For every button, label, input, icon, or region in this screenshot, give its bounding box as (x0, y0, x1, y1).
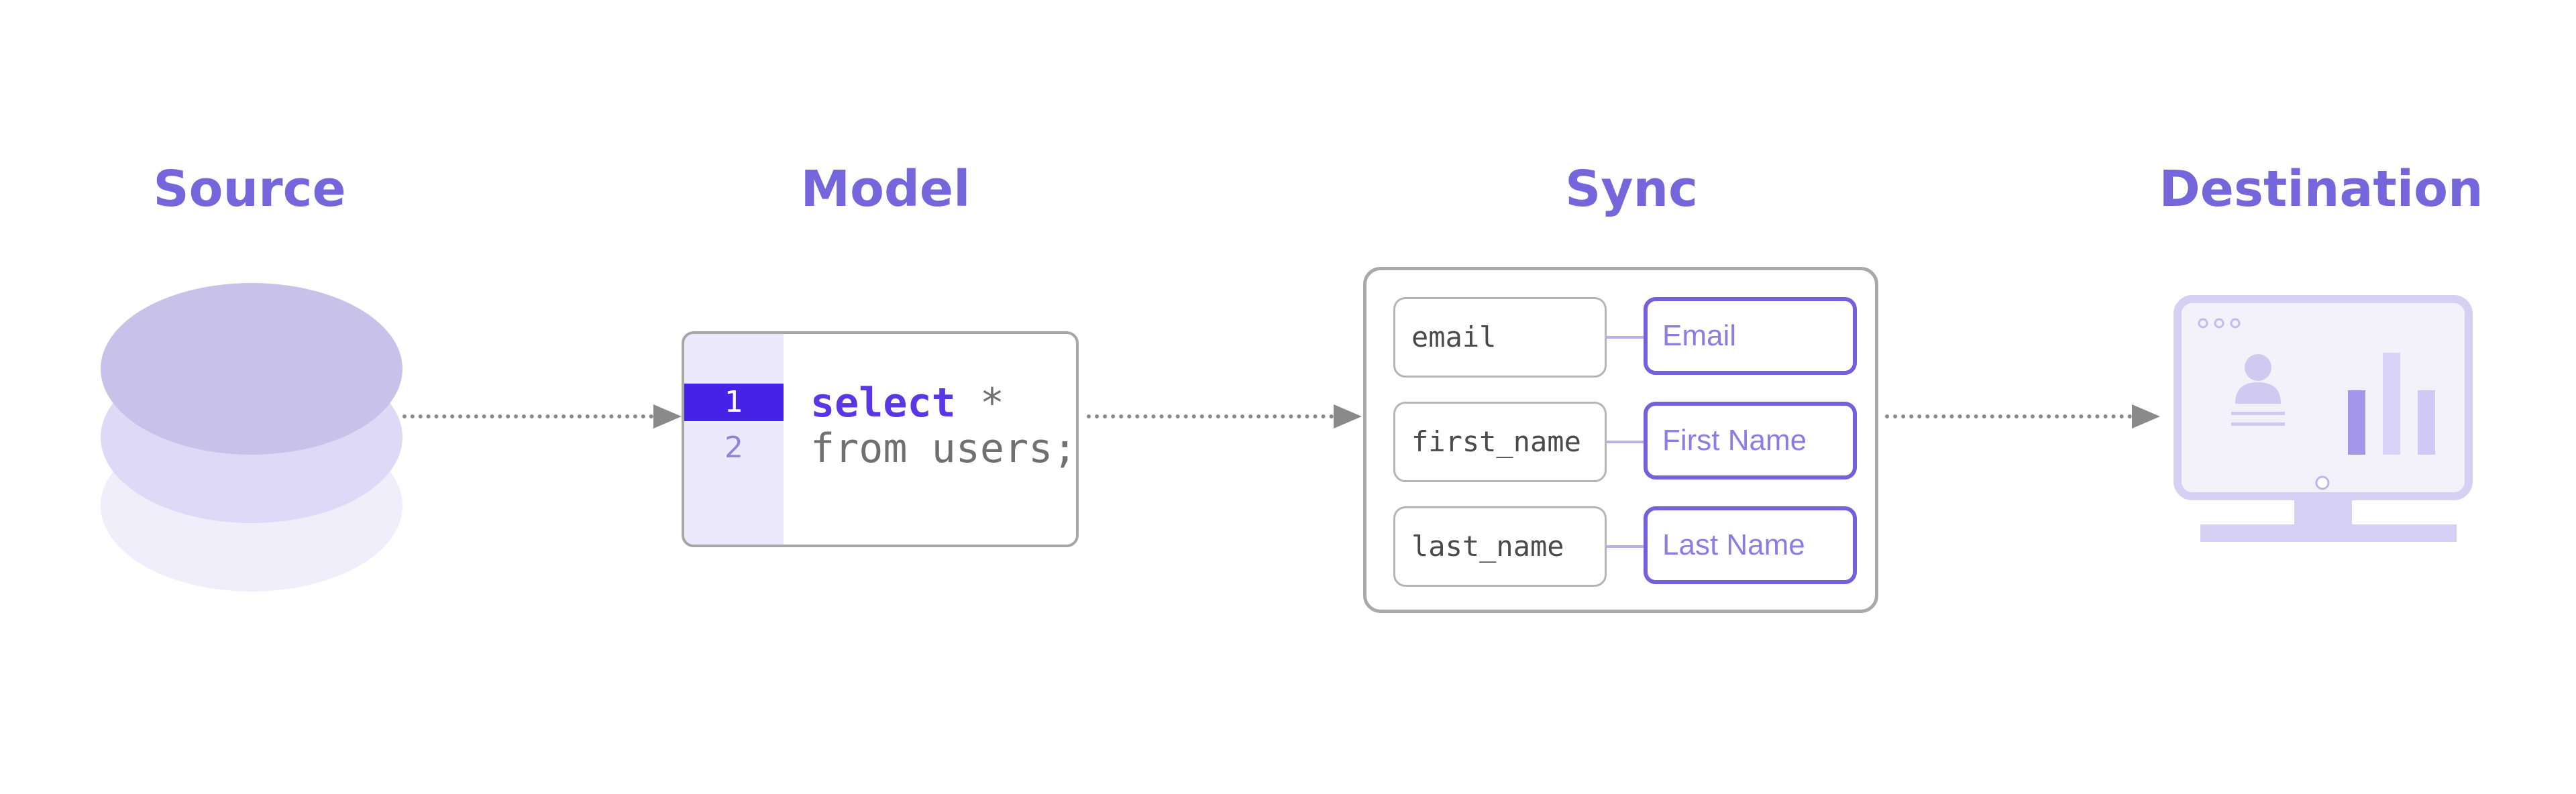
line-number: 2 (724, 431, 743, 465)
line-number-active: 1 (684, 384, 784, 421)
window-dot-icon (2214, 318, 2224, 329)
bar-icon (2348, 390, 2365, 455)
connector-dots (1885, 414, 2132, 418)
user-avatar-icon (2245, 354, 2271, 381)
mapping-link (1607, 441, 1646, 443)
sql-text: * (955, 380, 1004, 427)
connector-dots (402, 414, 653, 418)
sql-editor: 1 2 select * from users; (682, 331, 1079, 547)
source-field-email: email (1393, 297, 1607, 378)
dotted-arrow-icon (402, 404, 682, 429)
monitor-stand (2294, 500, 2352, 527)
sync-title: Sync (1564, 160, 1699, 218)
source-field-first-name: first_name (1393, 402, 1607, 482)
arrowhead (2132, 404, 2160, 429)
bar-icon (2418, 390, 2435, 455)
dotted-arrow-icon (1087, 404, 1362, 429)
arrowhead (653, 404, 682, 429)
source-field-last-name: last_name (1393, 506, 1607, 587)
destination-field-email: Email (1644, 297, 1857, 375)
code-line-1: select * (810, 380, 1004, 427)
destination-field-first-name: First Name (1644, 402, 1857, 479)
mapping-link (1607, 545, 1646, 548)
dotted-arrow-icon (1885, 404, 2160, 429)
connector-dots (1087, 414, 1334, 418)
user-body-icon (2235, 382, 2281, 404)
window-dot-icon (2230, 318, 2241, 329)
arrowhead (1334, 404, 1362, 429)
database-layer-top (101, 283, 402, 455)
monitor-base (2200, 524, 2457, 542)
database-icon (101, 283, 402, 591)
model-title: Model (800, 160, 971, 218)
text-line (2231, 412, 2285, 415)
sql-keyword: select (810, 380, 956, 427)
text-line (2231, 422, 2285, 426)
mapping-link (1607, 336, 1646, 339)
destination-title: Destination (2159, 160, 2483, 218)
field-mapping-panel: email Email first_name First Name last_n… (1363, 267, 1878, 613)
code-line-2: from users; (810, 425, 1077, 472)
source-title: Source (153, 160, 346, 218)
monitor-dashboard-icon (2174, 295, 2473, 542)
power-button-icon (2315, 475, 2330, 490)
bar-icon (2383, 353, 2400, 455)
destination-field-last-name: Last Name (1644, 506, 1857, 584)
line-number-gutter: 1 2 (684, 334, 784, 545)
window-dot-icon (2198, 318, 2208, 329)
